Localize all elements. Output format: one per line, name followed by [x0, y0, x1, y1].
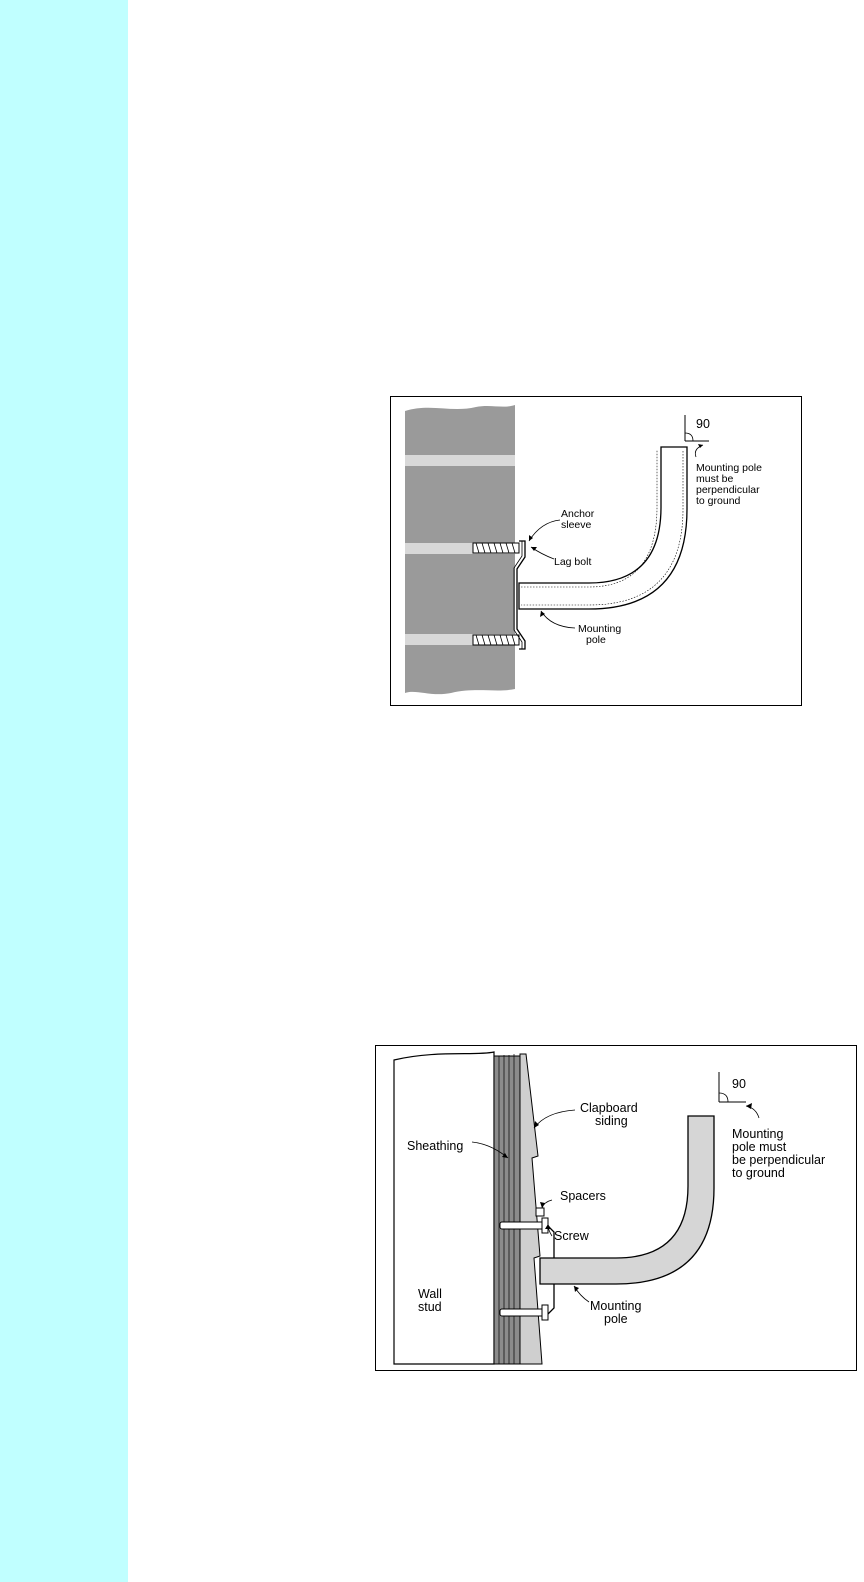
wall-stud-label: Wall stud [418, 1287, 445, 1314]
sheathing-label: Sheathing [407, 1139, 463, 1153]
left-sidebar-bar [0, 0, 128, 1582]
masonry-wall-mount-figure: 90 Mounting pole must be perpendicular t… [390, 396, 802, 706]
masonry-wall-mount-diagram: 90 Mounting pole must be perpendicular t… [391, 397, 801, 705]
lag-bolt-label: Lag bolt [554, 556, 591, 568]
screw-label: Screw [554, 1229, 590, 1243]
mounting-pole-label: Mounting pole [590, 1299, 645, 1326]
mounting-pole [519, 447, 687, 609]
spacer [536, 1208, 544, 1216]
clapboard-siding-label: Clapboard siding [580, 1101, 641, 1128]
anchor-sleeve-lower [473, 635, 519, 645]
angle-label: 90 [732, 1077, 746, 1091]
anchor-sleeve-label: Anchor sleeve [561, 508, 597, 531]
wood-siding-wall-mount-figure: 90 Mounting pole must be perpendicular t… [375, 1045, 857, 1371]
mortar-joint [405, 455, 515, 466]
wood-siding-wall-mount-diagram: 90 Mounting pole must be perpendicular t… [376, 1046, 856, 1370]
wall-stud [394, 1052, 494, 1364]
perpendicular-note: Mounting pole must be perpendicular to g… [696, 462, 765, 507]
mounting-pole-label: Mounting pole [578, 623, 624, 646]
spacers-label: Spacers [560, 1189, 606, 1203]
perpendicular-note: Mounting pole must be perpendicular to g… [732, 1127, 829, 1180]
anchor-sleeve-upper [473, 543, 519, 553]
angle-label: 90 [696, 417, 710, 431]
sheathing [494, 1054, 520, 1364]
